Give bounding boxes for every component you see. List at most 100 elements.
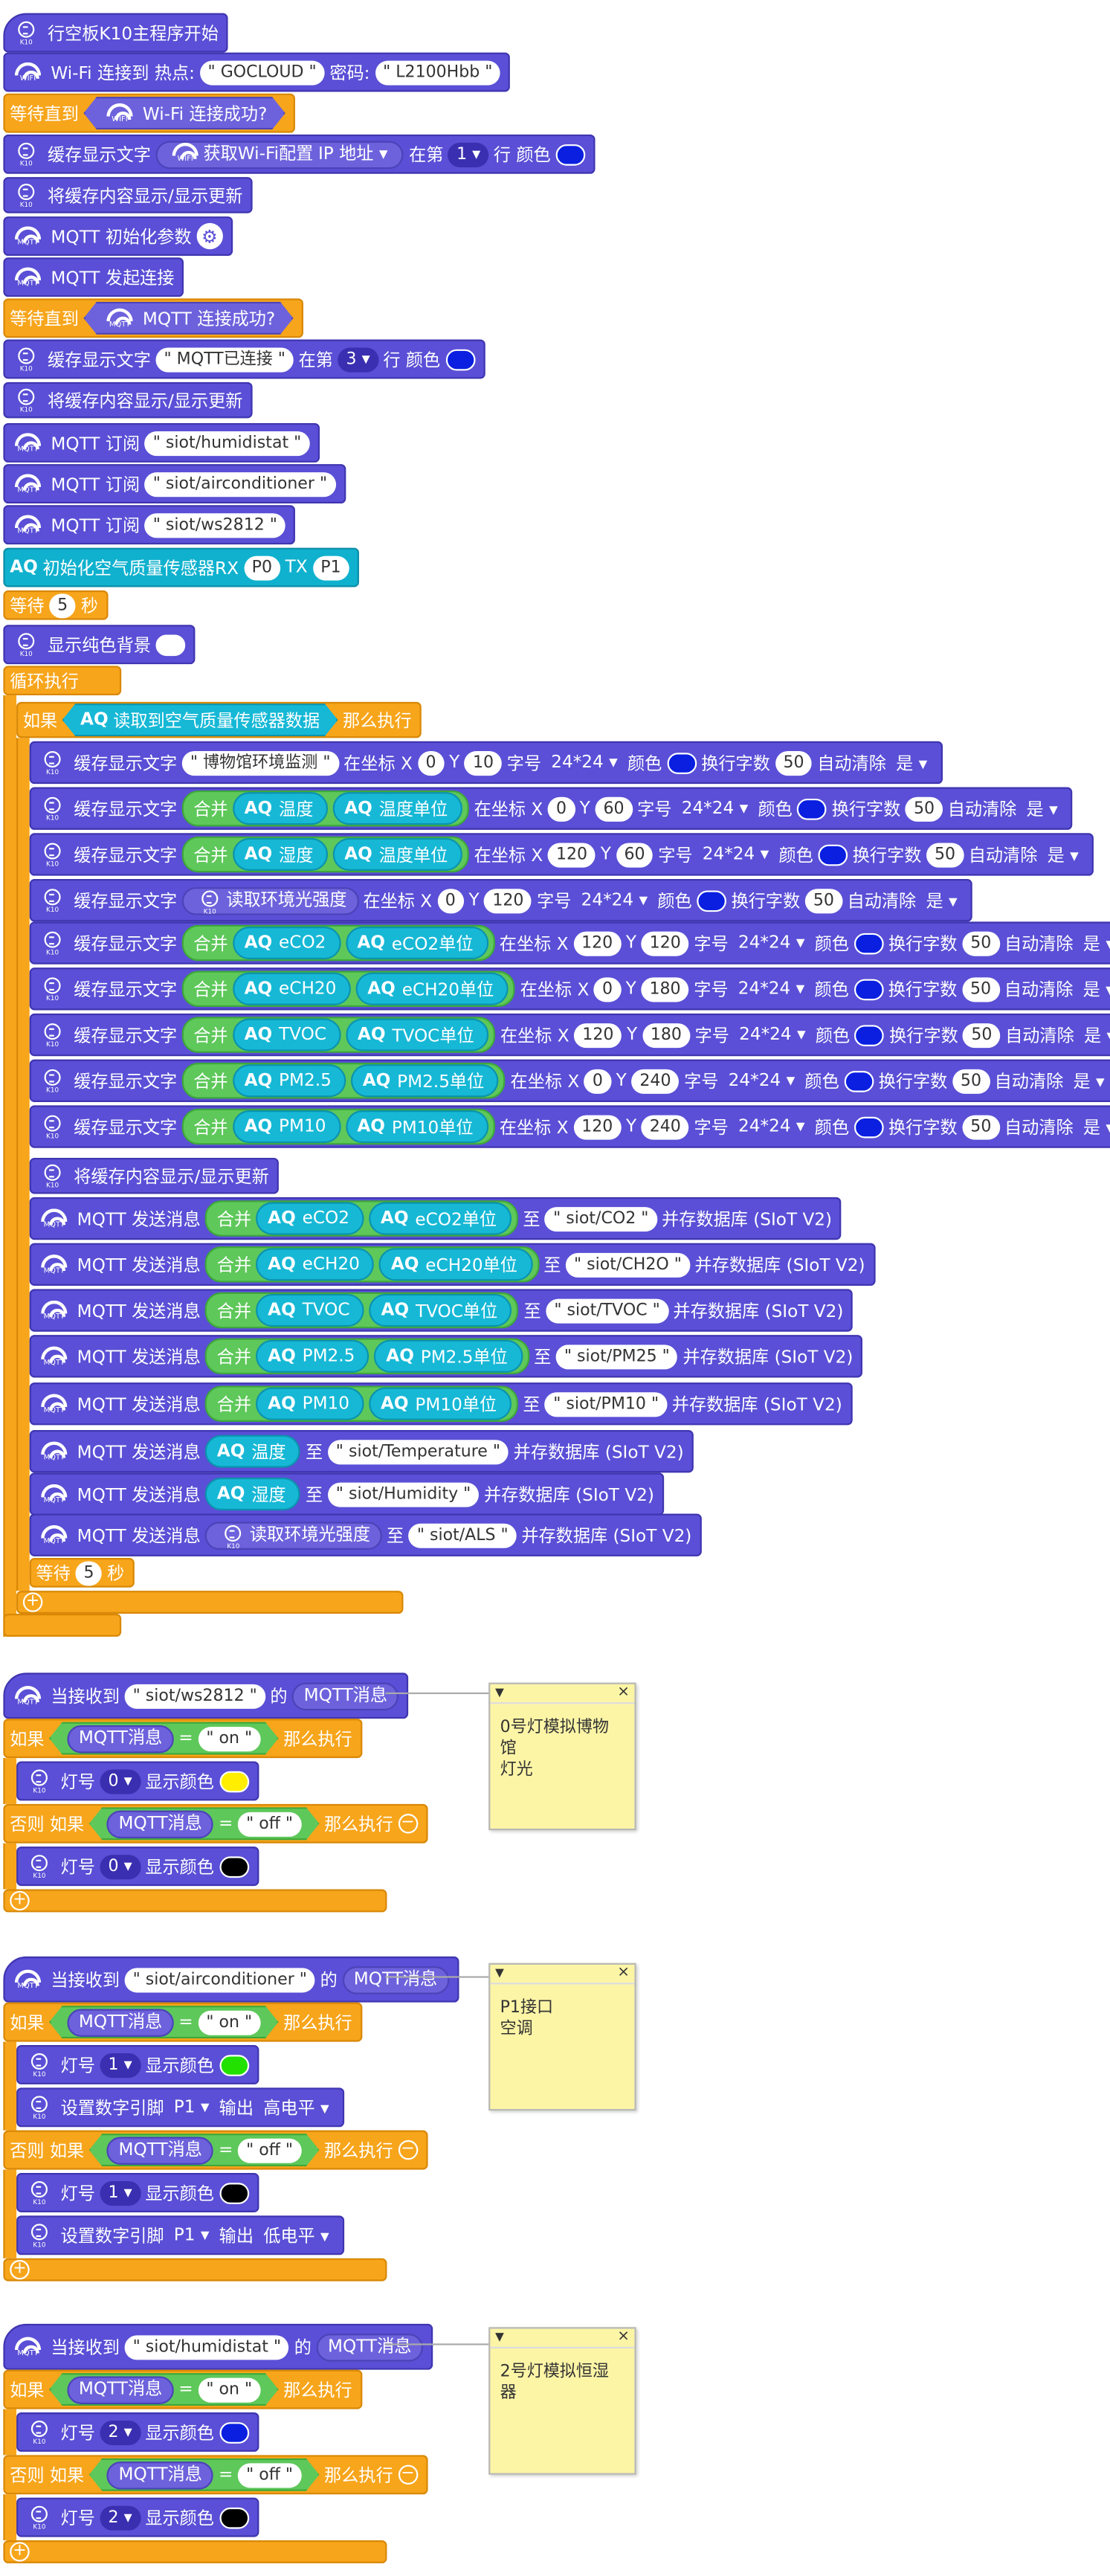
color-picker[interactable]	[854, 932, 884, 954]
x-input[interactable]: 120	[574, 1023, 622, 1048]
x-input[interactable]: 120	[547, 842, 596, 867]
color-picker[interactable]	[219, 1855, 249, 1877]
x-input[interactable]: 120	[573, 930, 622, 956]
mqtt-message-reporter[interactable]: MQTT消息	[67, 1725, 173, 1752]
auto-clear-dropdown[interactable]: 是 ▾	[1078, 931, 1110, 956]
close-icon[interactable]: ×	[617, 1684, 630, 1701]
mqtt-message-reporter[interactable]: MQTT消息	[67, 2375, 173, 2403]
mqtt-message-reporter[interactable]: MQTT消息	[342, 1965, 449, 1994]
if-footer[interactable]: +	[3, 2540, 387, 2563]
wrap-input[interactable]: 50	[961, 976, 1000, 1002]
title-text-input[interactable]: " 博物馆环境监测 "	[181, 750, 339, 776]
value-input[interactable]: " off "	[238, 1812, 301, 1836]
color-picker[interactable]	[697, 889, 726, 912]
topic-input[interactable]: " siot/CH2O "	[565, 1252, 690, 1277]
color-picker[interactable]	[445, 348, 475, 370]
comment-note[interactable]: ▼×P1接口 空调	[488, 1962, 636, 2111]
equals-condition[interactable]: MQTT消息=" on "	[49, 2373, 278, 2406]
level-dropdown[interactable]: 低电平 ▾	[259, 2223, 335, 2247]
y-input[interactable]: 120	[641, 930, 689, 956]
font-size-dropdown[interactable]: 24*24 ▾	[697, 845, 774, 864]
color-picker[interactable]	[854, 1024, 885, 1046]
remove-branch-icon[interactable]: −	[398, 2464, 418, 2485]
if-footer[interactable]: +	[3, 1889, 387, 1913]
x-input[interactable]: 0	[593, 976, 622, 1002]
value-input[interactable]: " on "	[198, 1726, 260, 1751]
wrap-input[interactable]: 50	[905, 796, 943, 821]
font-size-dropdown[interactable]: 24*24 ▾	[723, 1071, 800, 1090]
x-input[interactable]: 0	[584, 1068, 611, 1093]
value-input[interactable]: " off "	[238, 2462, 301, 2487]
row-dropdown[interactable]: 3 ▾	[338, 347, 378, 372]
font-size-dropdown[interactable]: 24*24 ▾	[733, 933, 810, 953]
topic-input[interactable]: " siot/PM25 "	[555, 1344, 678, 1369]
color-picker[interactable]	[818, 843, 848, 866]
add-branch-icon[interactable]: +	[10, 2259, 30, 2280]
forever-loop-block[interactable]: 循环执行	[3, 666, 122, 696]
y-input[interactable]: 240	[631, 1068, 680, 1093]
row-dropdown[interactable]: 1 ▾	[448, 141, 489, 167]
gear-icon[interactable]: ⚙	[196, 222, 223, 250]
font-size-dropdown[interactable]: 24*24 ▾	[546, 753, 623, 772]
close-icon[interactable]: ×	[617, 2328, 630, 2345]
equals-condition[interactable]: MQTT消息=" on "	[49, 2006, 278, 2038]
color-picker[interactable]	[844, 1069, 874, 1092]
password-input[interactable]: " L2100Hbb "	[375, 59, 501, 85]
pin-dropdown[interactable]: P1 ▾	[169, 2226, 214, 2245]
lamp-dropdown[interactable]: 0 ▾	[100, 1768, 141, 1794]
equals-condition[interactable]: MQTT消息=" on "	[49, 1722, 278, 1755]
loop-footer[interactable]	[3, 1614, 122, 1637]
wrap-input[interactable]: 50	[775, 750, 813, 776]
color-picker[interactable]	[797, 797, 827, 820]
add-branch-icon[interactable]: +	[22, 1592, 43, 1612]
color-picker[interactable]	[219, 1770, 249, 1792]
wrap-input[interactable]: 50	[962, 930, 1000, 956]
color-picker[interactable]	[219, 2054, 249, 2076]
y-input[interactable]: 60	[595, 796, 633, 821]
x-input[interactable]: 120	[573, 1114, 622, 1139]
topic-input[interactable]: " siot/ALS "	[408, 1522, 517, 1548]
color-picker[interactable]	[666, 752, 697, 773]
auto-clear-dropdown[interactable]: 是 ▾	[891, 750, 932, 775]
